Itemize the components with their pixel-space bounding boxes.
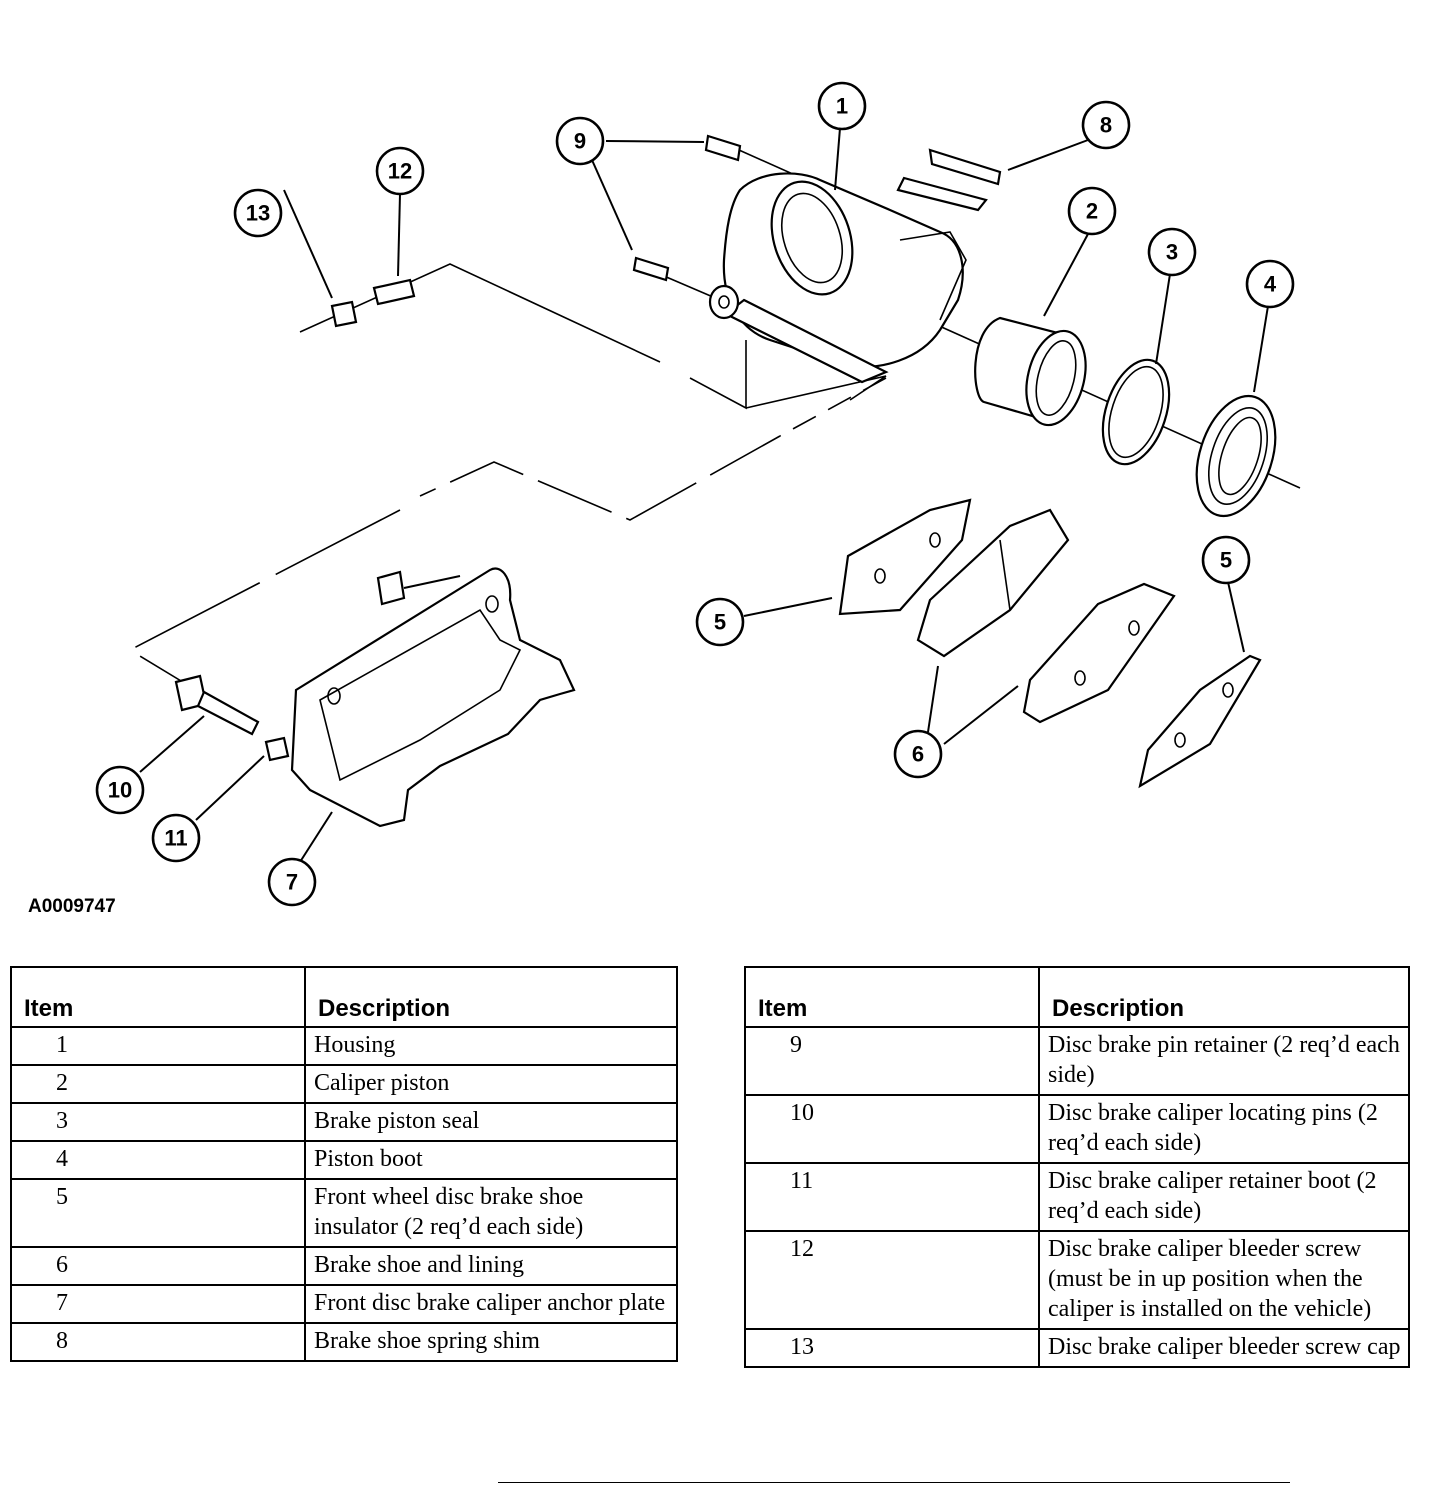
- callout-label: 7: [286, 870, 298, 895]
- housing-part: [708, 172, 967, 384]
- item-description: Front disc brake caliper anchor plate: [304, 1284, 678, 1324]
- bleeder-screw-parts: [330, 278, 416, 328]
- item-description: Disc brake caliper locating pins (2 req’…: [1038, 1094, 1410, 1164]
- table-row: 8 Brake shoe spring shim: [10, 1322, 678, 1362]
- callout-3: 3: [1147, 227, 1197, 277]
- item-number: 2: [10, 1064, 306, 1104]
- figure-id: A0009747: [28, 896, 116, 917]
- table-row: 4 Piston boot: [10, 1140, 678, 1180]
- item-number: 13: [744, 1328, 1040, 1368]
- callout-8: 8: [1081, 100, 1131, 150]
- table-row: 3 Brake piston seal: [10, 1102, 678, 1142]
- table-row: 10 Disc brake caliper locating pins (2 r…: [744, 1094, 1410, 1164]
- spring-shim-part: [896, 148, 1002, 212]
- anchor-plate-part: [174, 567, 576, 828]
- caliper-piston-part: [974, 316, 1087, 427]
- callout-5-right: 5: [1201, 535, 1251, 585]
- header-item: Item: [744, 966, 1040, 1028]
- item-description: Disc brake caliper retainer boot (2 req’…: [1038, 1162, 1410, 1232]
- callout-7: 7: [267, 857, 317, 907]
- callout-5-left: 5: [695, 597, 745, 647]
- item-number: 12: [744, 1230, 1040, 1330]
- item-description: Caliper piston: [304, 1064, 678, 1104]
- item-description: Brake shoe spring shim: [304, 1322, 678, 1362]
- item-number: 9: [744, 1026, 1040, 1096]
- item-number: 4: [10, 1140, 306, 1180]
- callout-label: 12: [388, 159, 412, 184]
- piston-boot-part: [1195, 394, 1277, 518]
- item-description: Disc brake pin retainer (2 req’d each si…: [1038, 1026, 1410, 1096]
- shoe-insulator-parts: [838, 498, 1262, 789]
- callout-label: 5: [714, 610, 726, 635]
- callout-2: 2: [1067, 186, 1117, 236]
- leader-arrows: [139, 127, 1269, 863]
- item-description: Disc brake caliper bleeder screw (must b…: [1038, 1230, 1410, 1330]
- table-row: 2 Caliper piston: [10, 1064, 678, 1104]
- exploded-view-diagram: 1 2 3 4 5 5 6 7 8 9 10 11: [95, 81, 1301, 907]
- table-row: 1 Housing: [10, 1026, 678, 1066]
- piston-seal-part: [1101, 358, 1171, 466]
- table-row: 5 Front wheel disc brake shoe insulator …: [10, 1178, 678, 1248]
- item-number: 8: [10, 1322, 306, 1362]
- callout-1: 1: [817, 81, 867, 131]
- callout-label: 2: [1086, 199, 1098, 224]
- callout-12: 12: [375, 146, 425, 196]
- item-number: 1: [10, 1026, 306, 1066]
- brake-shoe-parts: [916, 508, 1176, 724]
- callout-label: 11: [164, 826, 187, 851]
- item-description: Front wheel disc brake shoe insulator (2…: [304, 1178, 678, 1248]
- pin-retainer-parts: [632, 134, 742, 282]
- callout-4: 4: [1245, 259, 1295, 309]
- callout-13: 13: [233, 188, 283, 238]
- item-number: 10: [744, 1094, 1040, 1164]
- callout-label: 10: [108, 778, 132, 803]
- item-number: 5: [10, 1178, 306, 1248]
- item-description: Brake piston seal: [304, 1102, 678, 1142]
- item-number: 7: [10, 1284, 306, 1324]
- callout-label: 6: [912, 742, 924, 767]
- legend-table-left: Item Description 1 Housing 2 Caliper pis…: [10, 966, 678, 1362]
- item-description: Brake shoe and lining: [304, 1246, 678, 1286]
- callout-label: 1: [836, 94, 848, 119]
- table-row: 11 Disc brake caliper retainer boot (2 r…: [744, 1162, 1410, 1232]
- callout-6: 6: [893, 729, 943, 779]
- item-description: Piston boot: [304, 1140, 678, 1180]
- callout-label: 5: [1220, 548, 1232, 573]
- item-description: Disc brake caliper bleeder screw cap: [1038, 1328, 1410, 1368]
- callout-label: 9: [574, 129, 586, 154]
- callout-label: 13: [246, 201, 270, 226]
- header-description: Description: [304, 966, 678, 1028]
- callout-9: 9: [555, 116, 605, 166]
- bottom-divider: [498, 1482, 1290, 1483]
- callout-label: 8: [1100, 113, 1112, 138]
- item-number: 11: [744, 1162, 1040, 1232]
- item-description: Housing: [304, 1026, 678, 1066]
- callout-label: 3: [1166, 240, 1178, 265]
- item-number: 3: [10, 1102, 306, 1142]
- table-row: 12 Disc brake caliper bleeder screw (mus…: [744, 1230, 1410, 1330]
- callout-label: 4: [1264, 272, 1277, 297]
- header-description: Description: [1038, 966, 1410, 1028]
- callout-10: 10: [95, 765, 145, 815]
- legend-table-right: Item Description 9 Disc brake pin retain…: [744, 966, 1410, 1368]
- header-item: Item: [10, 966, 306, 1028]
- table-row: 13 Disc brake caliper bleeder screw cap: [744, 1328, 1410, 1368]
- table-row: 9 Disc brake pin retainer (2 req’d each …: [744, 1026, 1410, 1096]
- table-row: 6 Brake shoe and lining: [10, 1246, 678, 1286]
- callout-11: 11: [151, 813, 201, 863]
- item-number: 6: [10, 1246, 306, 1286]
- table-row: 7 Front disc brake caliper anchor plate: [10, 1284, 678, 1324]
